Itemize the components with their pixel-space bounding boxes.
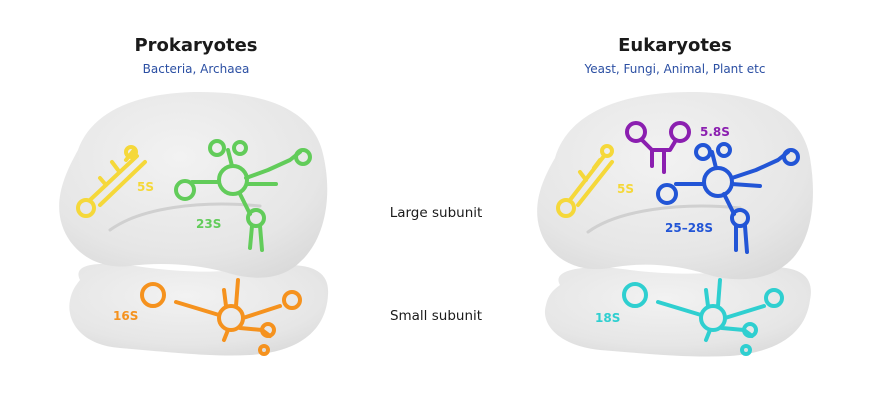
- eukaryote-5-8s-rrna: [625, 121, 691, 174]
- prokaryotes-title: Prokaryotes: [134, 35, 258, 56]
- eukaryote-25-28s-label: 25–28S: [665, 221, 713, 235]
- prokaryotes-subtitle: Bacteria, Archaea: [142, 62, 250, 76]
- eukaryote-5s-rrna: [556, 144, 614, 218]
- prokaryotes-heading: Prokaryotes Bacteria, Archaea: [96, 35, 296, 76]
- prokaryote-23s-label: 23S: [196, 217, 221, 231]
- large-subunit-label: Large subunit: [389, 205, 483, 221]
- eukaryote-ribosome: 5.8S 5S 25–28S: [537, 92, 813, 357]
- prokaryote-large-subunit-groove: [108, 202, 262, 232]
- prokaryote-5s-rrna: [76, 145, 147, 218]
- eukaryotes-subtitle: Yeast, Fungi, Animal, Plant etc: [584, 62, 766, 76]
- eukaryote-5s-label: 5S: [617, 182, 634, 196]
- prokaryote-16s-label: 16S: [113, 309, 138, 323]
- eukaryotes-title: Eukaryotes: [618, 35, 732, 56]
- eukaryote-25-28s-rrna: [656, 142, 800, 254]
- eukaryote-5-8s-label: 5.8S: [700, 125, 730, 139]
- prokaryote-ribosome: 5S 23S: [59, 92, 329, 356]
- prokaryote-23s-rrna: [174, 139, 312, 252]
- eukaryote-18s-label: 18S: [595, 311, 620, 325]
- small-subunit-label: Small subunit: [389, 308, 483, 324]
- prokaryote-5s-label: 5S: [137, 180, 154, 194]
- prokaryote-16s-rrna: [140, 278, 302, 356]
- eukaryote-18s-rrna: [622, 278, 784, 356]
- eukaryote-large-subunit-groove: [586, 204, 742, 234]
- eukaryotes-heading: Eukaryotes Yeast, Fungi, Animal, Plant e…: [575, 35, 775, 76]
- eukaryote-small-subunit: [544, 267, 811, 357]
